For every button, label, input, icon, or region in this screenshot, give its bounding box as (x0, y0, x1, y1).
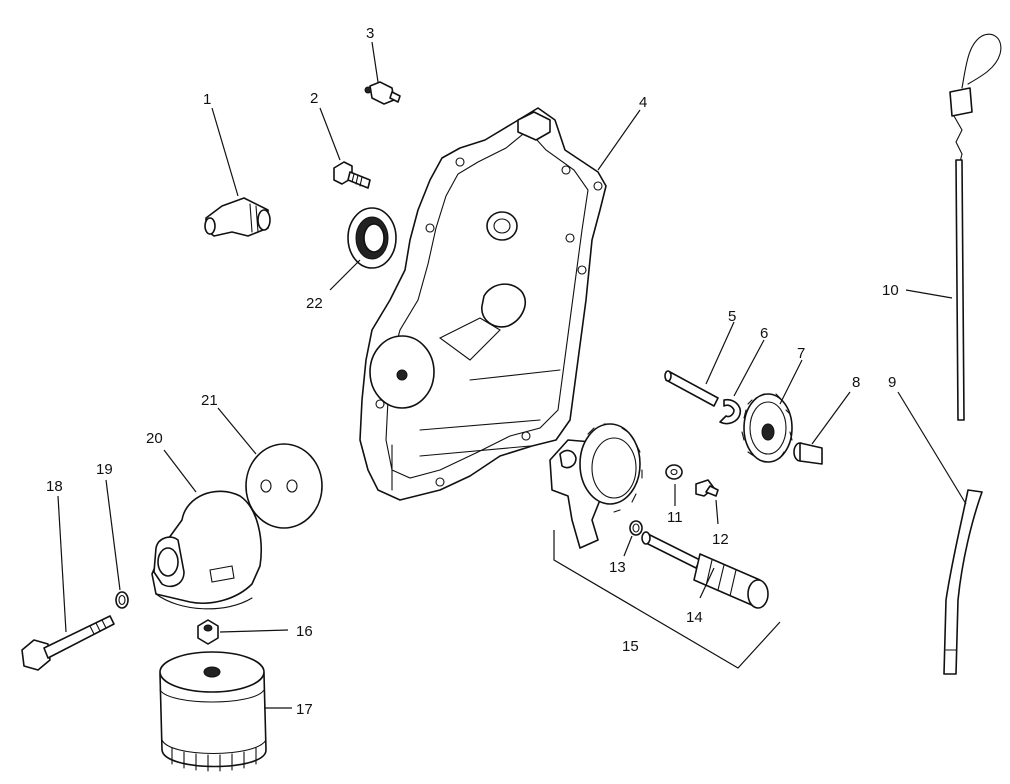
e-clip-icon (719, 398, 742, 425)
callout-13: 13 (609, 559, 626, 576)
oil-seal-icon (347, 207, 397, 269)
bolt-icon (333, 161, 371, 189)
o-ring-icon (629, 520, 643, 536)
callout-2: 2 (310, 90, 318, 107)
callout-4: 4 (639, 94, 647, 111)
o-ring-icon (115, 591, 129, 609)
callout-12: 12 (712, 531, 729, 548)
gasket-icon (245, 443, 323, 529)
callout-22: 22 (306, 295, 323, 312)
dipstick-tube-icon (943, 489, 983, 675)
washer-icon (665, 464, 683, 480)
oil-strainer-icon (641, 531, 769, 609)
long-bolt-icon (21, 615, 115, 671)
callout-3: 3 (366, 25, 374, 42)
callout-19: 19 (96, 461, 113, 478)
callout-5: 5 (728, 308, 736, 325)
screw-icon (695, 479, 719, 497)
filter-adapter-icon (151, 490, 262, 610)
callout-16: 16 (296, 623, 313, 640)
nipple-fitting-icon (197, 619, 219, 645)
pressure-switch-icon (364, 81, 401, 105)
callout-18: 18 (46, 478, 63, 495)
gear-cover-icon (359, 107, 607, 501)
callout-labels: 1 2 3 4 5 6 7 8 9 10 11 12 13 14 15 16 1… (46, 25, 899, 718)
callout-21: 21 (201, 392, 218, 409)
dipstick-icon (949, 33, 1002, 421)
callout-7: 7 (797, 345, 805, 362)
callout-20: 20 (146, 430, 163, 447)
shaft-pin-icon (664, 370, 719, 407)
callout-11: 11 (667, 509, 683, 526)
callout-9: 9 (888, 374, 896, 391)
leader-lines (57, 41, 967, 709)
callout-15: 15 (622, 638, 639, 655)
callout-6: 6 (760, 325, 768, 342)
oil-pump-assembly-icon (549, 423, 643, 549)
oil-filter-icon (159, 651, 267, 772)
elbow-fitting-icon (204, 197, 271, 237)
callout-14: 14 (686, 609, 703, 626)
plug-icon (793, 442, 823, 465)
callout-17: 17 (296, 701, 313, 718)
callout-1: 1 (203, 91, 211, 108)
callout-8: 8 (852, 374, 860, 391)
callout-10: 10 (882, 282, 899, 299)
idler-gear-icon (741, 393, 793, 463)
